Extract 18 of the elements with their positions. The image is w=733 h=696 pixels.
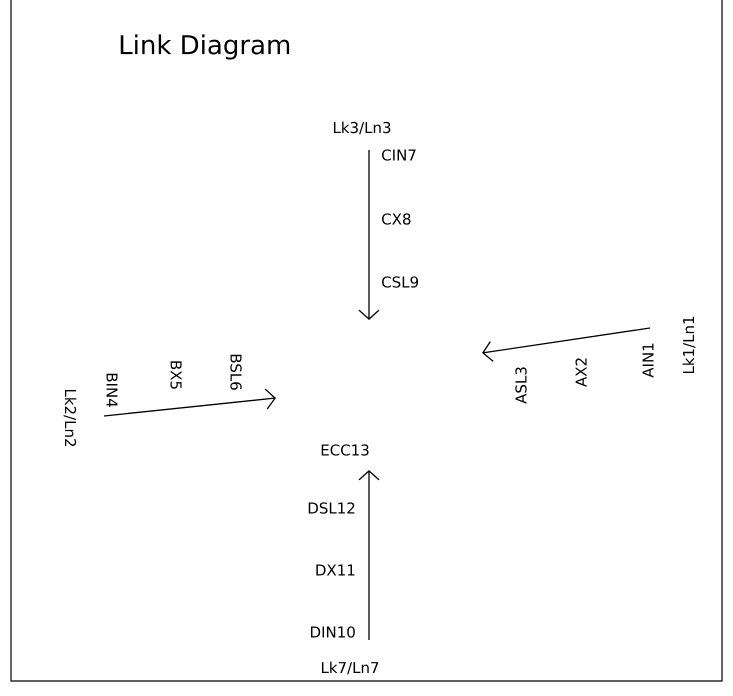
title: Link Diagram bbox=[120, 34, 290, 60]
link-label: CSL9 bbox=[382, 276, 418, 288]
link-label: BSL6 bbox=[230, 354, 242, 390]
link-label: Lk3/Ln3 bbox=[334, 122, 390, 134]
link-label: BIN4 bbox=[106, 374, 118, 407]
link-label: AX2 bbox=[575, 358, 587, 387]
link-label: DSL12 bbox=[308, 502, 354, 514]
link-label: BX5 bbox=[170, 361, 182, 389]
link-label: Lk1/Ln1 bbox=[682, 316, 696, 374]
link-label: DIN10 bbox=[311, 626, 355, 638]
link-label: CIN7 bbox=[382, 149, 416, 161]
link-label: ECC13 bbox=[322, 444, 369, 456]
link-label: DX11 bbox=[316, 564, 354, 576]
link-label: ASL3 bbox=[515, 367, 527, 404]
link-label: Lk2/Ln2 bbox=[64, 390, 76, 446]
link-label: AIN1 bbox=[642, 344, 654, 378]
link-label: Lk7/Ln7 bbox=[322, 662, 378, 674]
link-label: CX8 bbox=[382, 213, 410, 225]
